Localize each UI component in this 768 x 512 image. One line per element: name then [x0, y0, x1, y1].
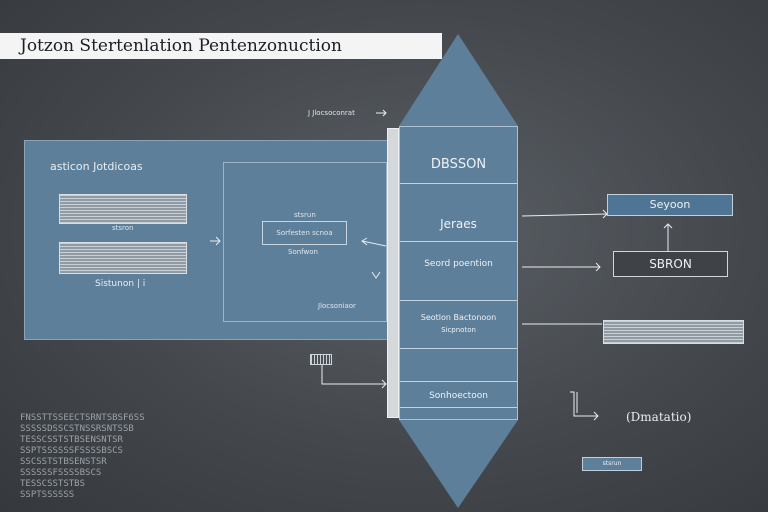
pillar-bracket — [387, 128, 399, 418]
right-box-primary: Seyoon — [607, 194, 733, 216]
pillar-cell-3: Seord poention — [424, 259, 493, 269]
pillar-cell-6: Sonhoectoon — [429, 391, 488, 401]
background-text: FNSSTTSSEECTSRNTSBSF6SS SSSSSDSSCSTNSSRS… — [20, 413, 145, 500]
right-tag: stsrun — [582, 457, 642, 471]
top-annotation: J Jlocsoconrat — [308, 109, 355, 117]
pillar-cell-4: Seotlon Bactonoon — [420, 313, 497, 322]
connector-to-box1 — [521, 213, 608, 217]
inner-panel-footer: Jlocsoniaor — [318, 302, 356, 310]
pillar-top-cap — [399, 34, 518, 126]
text-block-1 — [59, 194, 187, 224]
main-panel-heading: asticon Jotdicoas — [50, 160, 143, 173]
inner-box-caption: Sonfwon — [288, 248, 318, 256]
central-pillar: DBSSON Jeraes Seord poention Seotlon Bac… — [399, 126, 518, 420]
inner-box-arrow — [361, 240, 387, 247]
pillar-cell-2: Jeraes — [440, 217, 477, 231]
right-box-secondary: SBRON — [613, 251, 728, 277]
text-block-2 — [59, 242, 187, 274]
pillar-bottom-cap — [399, 420, 518, 508]
pillar-cell-4-sub: Sicpnoton — [441, 326, 476, 334]
right-annotation: (Dmatatio) — [626, 410, 692, 424]
right-text-block — [603, 320, 744, 344]
main-panel — [24, 140, 388, 340]
text-block-2-footer: Sistunon | i — [95, 279, 146, 289]
inner-panel — [223, 162, 387, 322]
hook-arrow — [570, 391, 598, 417]
inner-box-top-label: stsrun — [294, 211, 316, 219]
inner-box-label: Sorfesten scnoa — [276, 229, 333, 237]
lower-connector — [321, 365, 386, 385]
inner-box: Sorfesten scnoa — [262, 221, 347, 245]
pillar-cell-1: DBSSON — [430, 157, 487, 172]
small-tag — [310, 354, 332, 365]
text-block-1-caption: stsron — [112, 224, 134, 232]
diagram-title: Jotzon Stertenlation Pentenzonuction — [0, 33, 442, 59]
